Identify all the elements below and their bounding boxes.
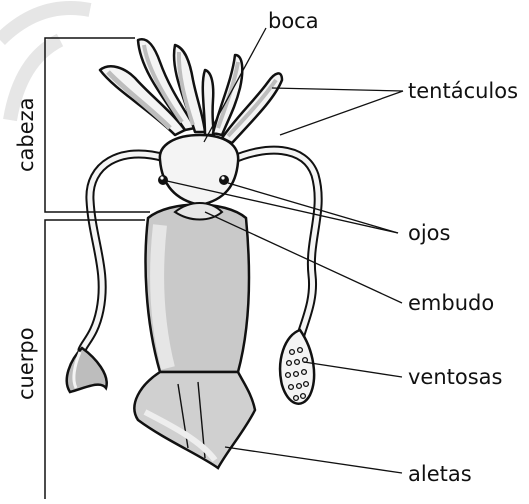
- label-boca: boca: [268, 9, 319, 33]
- cabeza-bracket: [45, 38, 150, 212]
- right-eye: [219, 175, 229, 185]
- mantle: [146, 203, 249, 372]
- left-eye: [158, 175, 168, 185]
- section-label-cabeza: cabeza: [14, 97, 38, 172]
- labels: boca tentáculos ojos embudo ventosas ale…: [14, 9, 518, 486]
- left-tentacle-club: [67, 348, 107, 392]
- arms: [100, 39, 282, 143]
- suckers-club: [280, 330, 314, 404]
- section-label-cuerpo: cuerpo: [14, 327, 38, 400]
- ventosas-leader: [304, 362, 402, 377]
- tentaculos-leader-a: [272, 88, 403, 91]
- label-embudo: embudo: [408, 291, 494, 315]
- fins: [134, 372, 255, 468]
- tentaculos-leader-b: [280, 91, 403, 135]
- label-aletas: aletas: [408, 462, 472, 486]
- label-tentaculos: tentáculos: [408, 79, 518, 103]
- label-ojos: ojos: [408, 221, 450, 245]
- aletas-leader: [225, 447, 402, 473]
- label-ventosas: ventosas: [408, 365, 503, 389]
